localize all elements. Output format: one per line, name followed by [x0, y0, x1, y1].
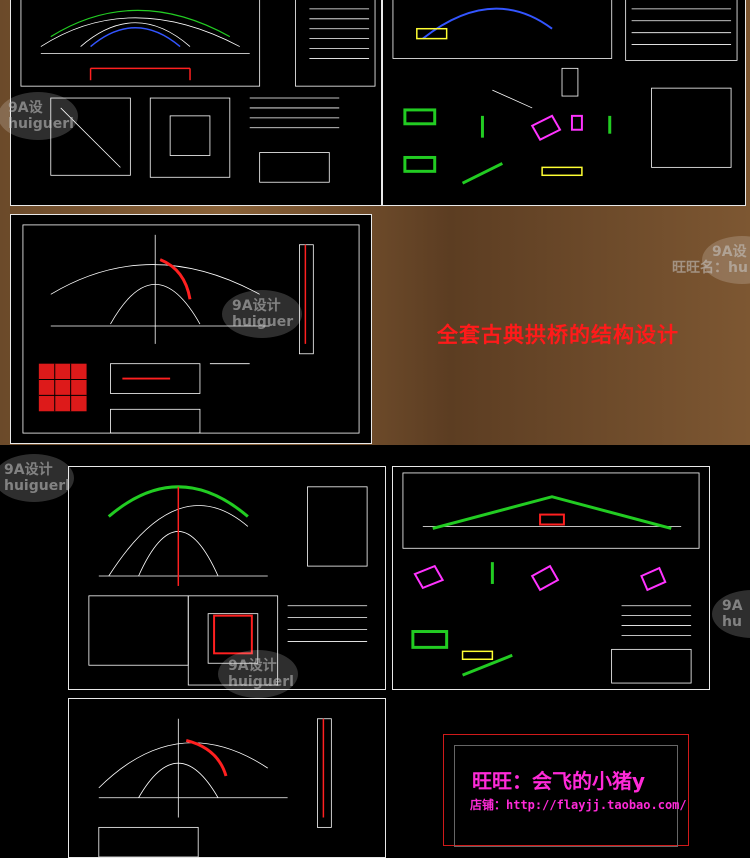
drawing-sheet-bottom-left [68, 698, 386, 858]
watermark: 9A设计 huiguerl [0, 454, 74, 502]
shop-store-link[interactable]: 店铺：http://flayjj.taobao.com/ [470, 798, 687, 812]
drawing-sheet-lower-right [392, 466, 710, 690]
shop-wangwang-text: 旺旺：会飞的小猪y [472, 769, 646, 793]
drawing-sheet-middle-left [10, 214, 372, 444]
drawing-sheet-top-right [382, 0, 746, 206]
headline-title: 全套古典拱桥的结构设计 [437, 322, 679, 347]
red-hatched-square [38, 363, 87, 412]
drawing-sheet-lower-left [68, 466, 386, 690]
watermark: 9A设计 huiguer [222, 290, 302, 338]
watermark: 9A hu [712, 590, 750, 638]
drawing-sheet-top-left [10, 0, 382, 206]
watermark: 9A设 旺旺名：hu [672, 236, 750, 284]
watermark: 9A设 huiguerl [0, 92, 78, 140]
watermark: 9A设计 huiguerl [218, 650, 298, 698]
